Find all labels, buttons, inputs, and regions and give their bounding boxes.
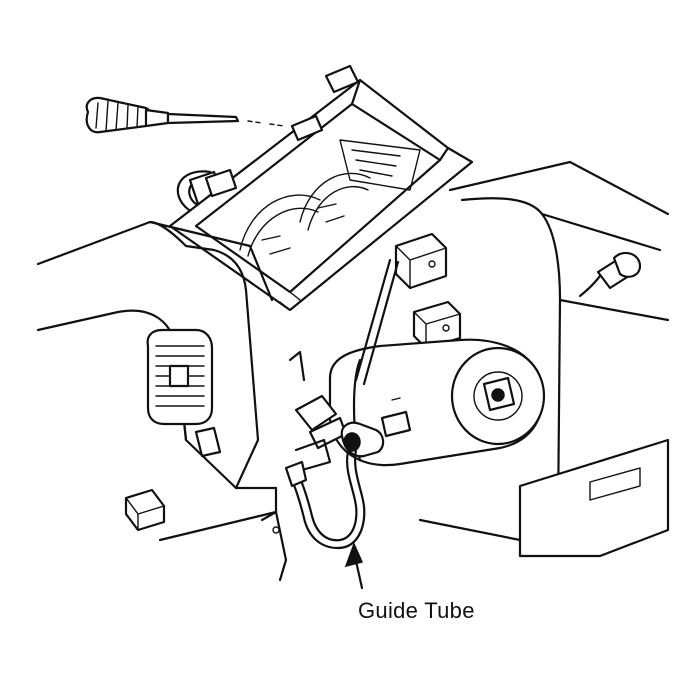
guide-tube: [284, 421, 385, 550]
steering-column: [328, 338, 546, 467]
dash-panel-left: [36, 220, 278, 542]
column-bracket: [124, 350, 348, 582]
mounting-blocks: [394, 232, 462, 350]
dash-panel-right: [418, 160, 670, 558]
indicator-cable: [354, 258, 400, 386]
screwdriver: [85, 96, 285, 134]
instrument-cluster: [168, 64, 474, 312]
guide-tube-label: Guide Tube: [358, 598, 475, 623]
guide-tube-callout-arrow: [344, 541, 364, 590]
